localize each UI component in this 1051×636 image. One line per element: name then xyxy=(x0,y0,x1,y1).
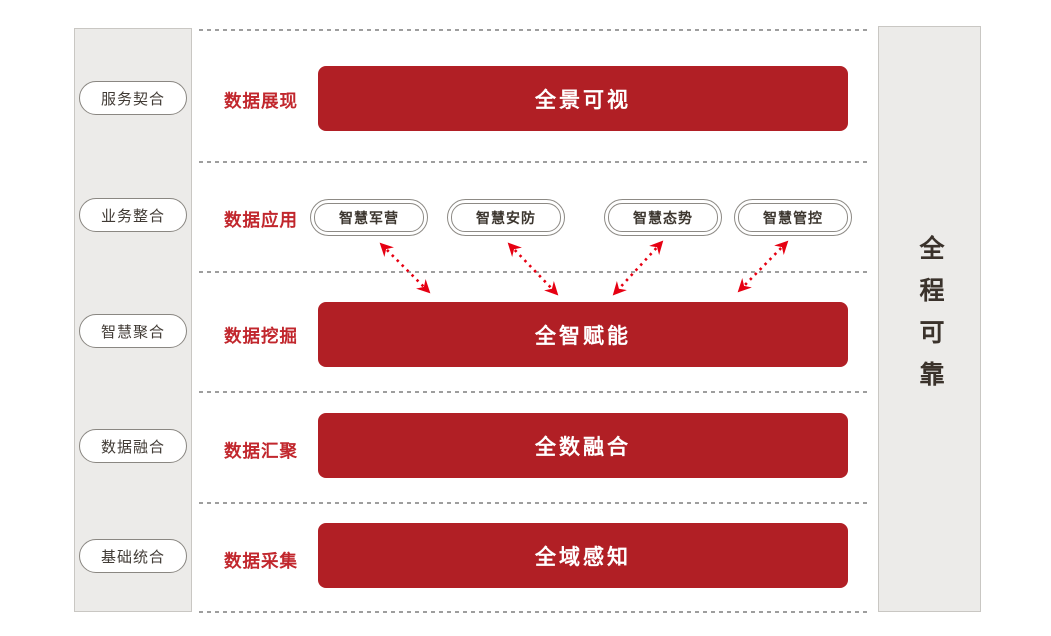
dashed-double-arrow-icon xyxy=(379,242,431,294)
bar-full-intelligence-empowerment: 全智赋能 xyxy=(318,302,848,367)
dotted-separator xyxy=(199,391,868,393)
dashed-double-arrow-icon xyxy=(612,240,664,296)
dotted-separator xyxy=(199,29,868,31)
right-sidebar-panel: 全程可靠 xyxy=(878,26,981,612)
app-pill-smart-barracks: 智慧军营 xyxy=(310,199,428,236)
app-pill-smart-security: 智慧安防 xyxy=(447,199,565,236)
sidebar-pill-wisdom-aggregation: 智慧聚合 xyxy=(79,314,187,348)
sidebar-pill-basic-unification: 基础统合 xyxy=(79,539,187,573)
layer-label-data-convergence: 数据汇聚 xyxy=(224,441,298,461)
layer-label-data-collection: 数据采集 xyxy=(224,551,298,571)
bar-full-domain-sensing: 全域感知 xyxy=(318,523,848,588)
app-pill-label: 智慧军营 xyxy=(314,203,424,232)
vertical-title-full-process-reliability: 全程可靠 xyxy=(916,235,944,403)
dotted-separator xyxy=(199,161,868,163)
app-pill-smart-control: 智慧管控 xyxy=(734,199,852,236)
dotted-separator xyxy=(199,271,868,273)
bar-panoramic-visibility: 全景可视 xyxy=(318,66,848,131)
layer-label-data-presentation: 数据展现 xyxy=(224,91,298,111)
dotted-separator xyxy=(199,502,868,504)
app-pill-smart-situation: 智慧态势 xyxy=(604,199,722,236)
dashed-double-arrow-icon xyxy=(507,242,559,296)
app-pill-label: 智慧安防 xyxy=(451,203,561,232)
dashed-double-arrow-icon xyxy=(737,240,789,293)
app-pill-label: 智慧态势 xyxy=(608,203,718,232)
dotted-separator xyxy=(199,611,868,613)
app-pill-label: 智慧管控 xyxy=(738,203,848,232)
sidebar-pill-service-fit: 服务契合 xyxy=(79,81,187,115)
layer-label-data-mining: 数据挖掘 xyxy=(224,326,298,346)
sidebar-pill-business-integration: 业务整合 xyxy=(79,198,187,232)
sidebar-pill-data-fusion: 数据融合 xyxy=(79,429,187,463)
layer-label-data-application: 数据应用 xyxy=(224,210,298,230)
bar-full-data-fusion: 全数融合 xyxy=(318,413,848,478)
